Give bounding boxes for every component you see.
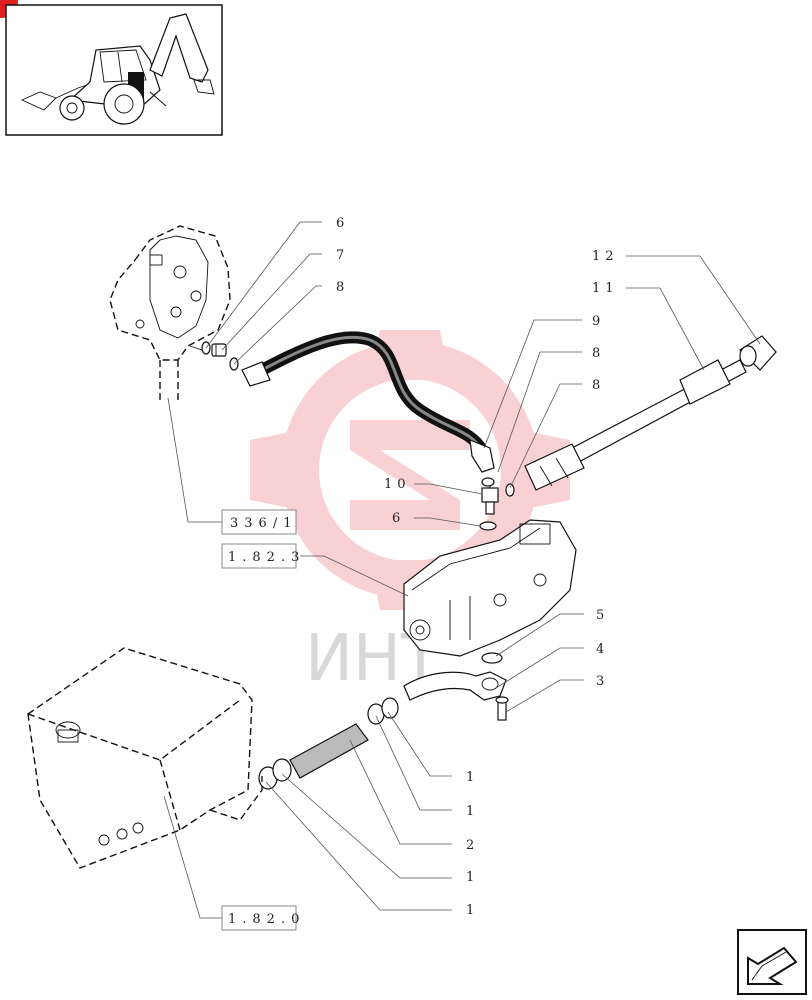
hose-9: [241, 331, 495, 473]
screw-3: [495, 696, 509, 721]
svg-text:336/1: 336/1: [230, 516, 297, 531]
callout-1-a: 1: [466, 770, 479, 785]
hose-2: [289, 723, 369, 779]
svg-text:1.82.3: 1.82.3: [228, 550, 305, 565]
oring-8-mid: [481, 477, 515, 497]
next-page-arrow-icon[interactable]: [737, 929, 807, 995]
oring-6-mid: [479, 521, 497, 531]
callout-12: 12: [592, 249, 619, 264]
leader-lines: [163, 221, 761, 919]
clamp-1-upper: [367, 697, 399, 725]
callout-1-d: 1: [466, 903, 479, 918]
callout-8-low: 8: [592, 378, 605, 393]
svg-text:1.82.0: 1.82.0: [228, 912, 305, 927]
callout-3: 3: [596, 674, 609, 689]
callout-5: 5: [596, 608, 609, 623]
hydraulic-tank: [27, 647, 263, 869]
cap-12: [739, 335, 777, 371]
control-valve: [109, 225, 231, 400]
fitting-7: [211, 343, 227, 357]
backhoe-loader-icon[interactable]: [5, 4, 223, 136]
callout-10: 10: [384, 477, 411, 492]
tube-11: [524, 359, 747, 491]
ref-box-1-82-3[interactable]: 1.82.3: [221, 543, 305, 569]
callout-11: 11: [592, 281, 619, 296]
ref-box-336-1[interactable]: 336/1: [221, 509, 297, 535]
callout-1-c: 1: [466, 870, 479, 885]
clamp-1-lower: [258, 758, 292, 790]
ref-box-1-82-0[interactable]: 1.82.0: [221, 905, 305, 931]
elbow-flange-4: [403, 671, 507, 701]
callout-8-top: 8: [336, 280, 349, 295]
callout-8-mid: 8: [592, 346, 605, 361]
callout-6-top: 6: [336, 216, 349, 231]
callout-4: 4: [596, 642, 609, 657]
callout-6-mid: 6: [392, 511, 405, 526]
pump: [403, 519, 577, 657]
callout-1-b: 1: [466, 804, 479, 819]
callout-9: 9: [592, 314, 605, 329]
tee-fitting-10: [481, 478, 499, 515]
callout-2: 2: [466, 838, 479, 853]
callout-7: 7: [336, 248, 349, 263]
